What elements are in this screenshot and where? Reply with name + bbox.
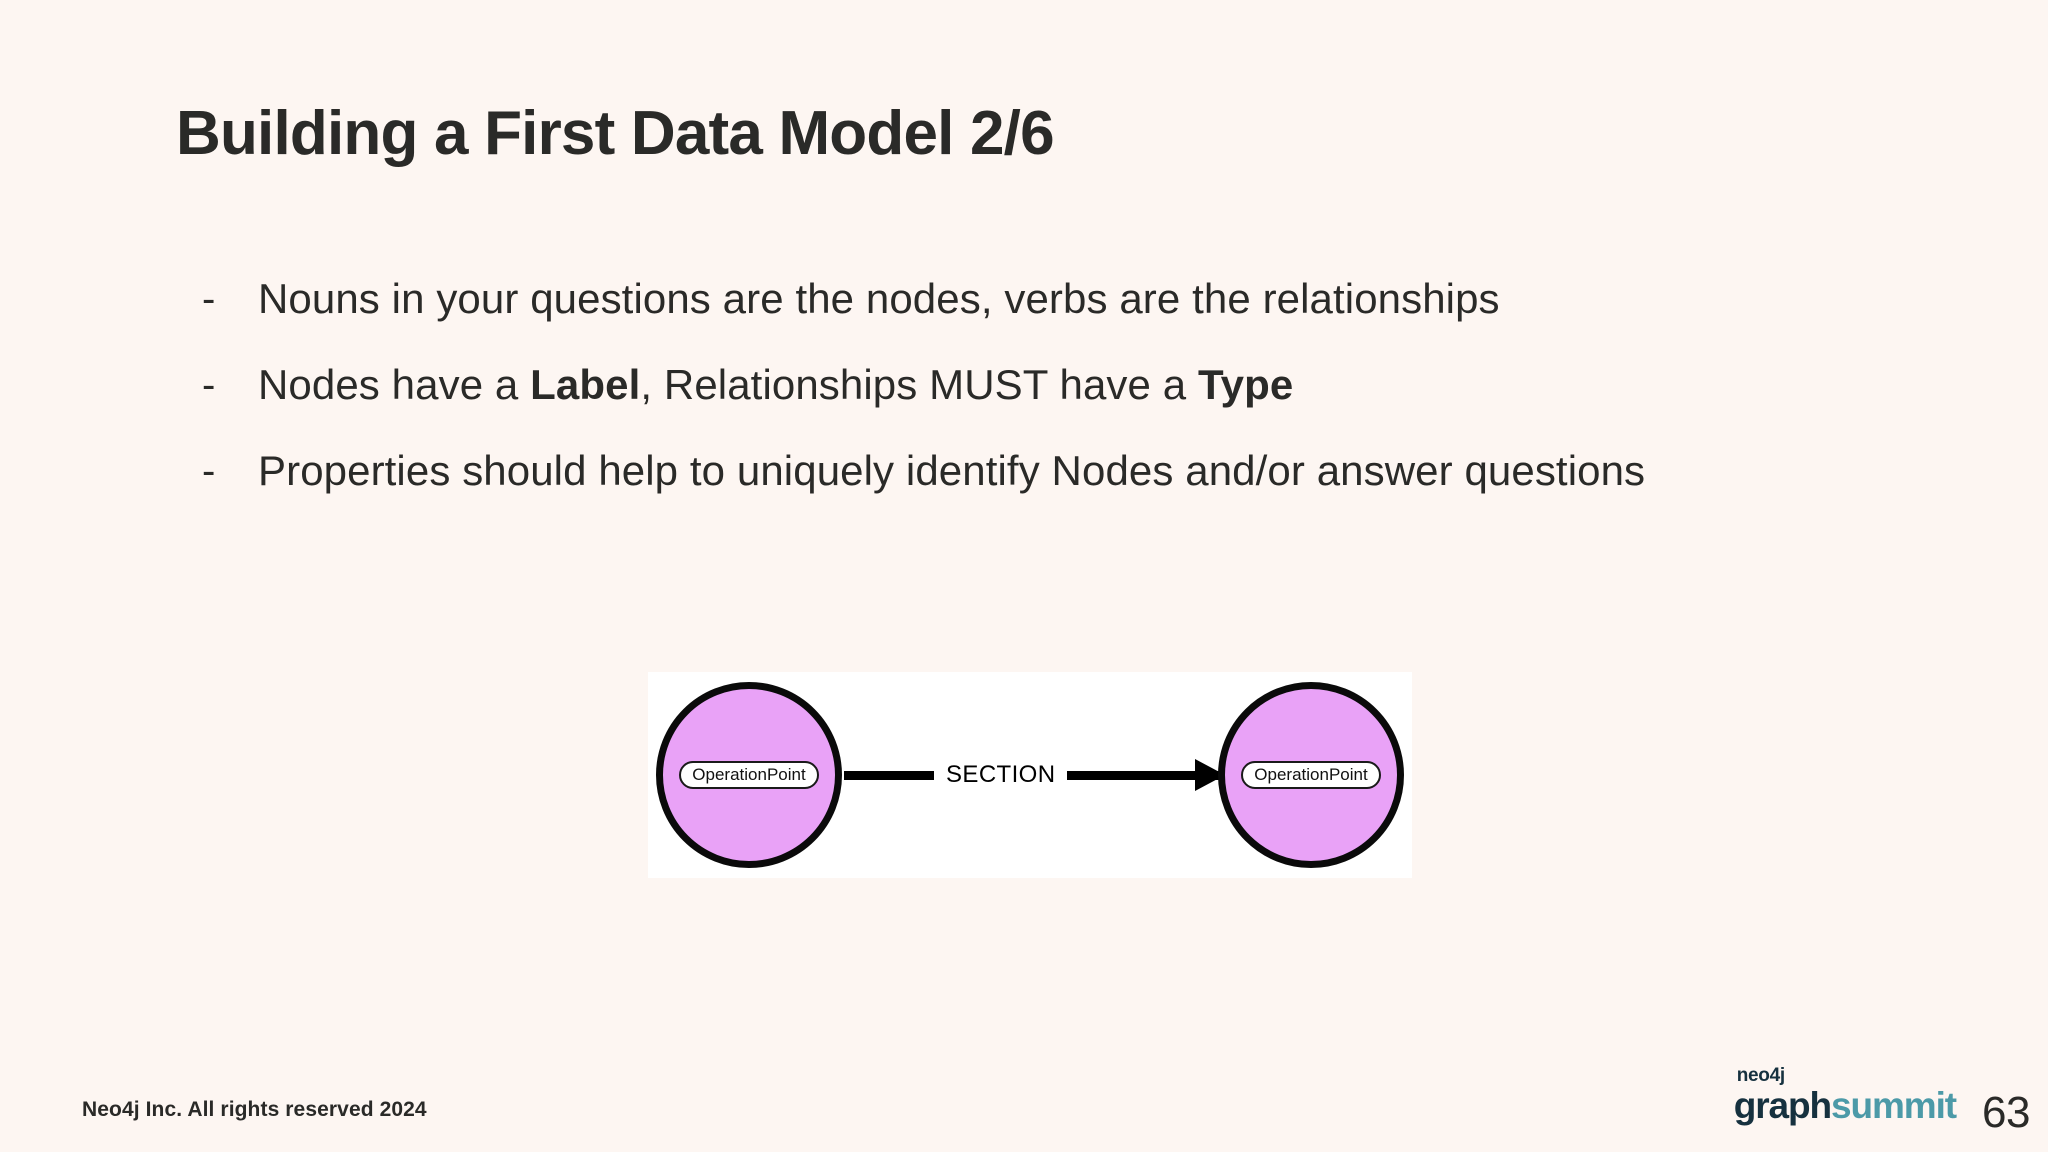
graph-node-right: OperationPoint — [1218, 682, 1404, 868]
node-label-badge: OperationPoint — [679, 761, 819, 789]
bullet-emphasis-label: Label — [530, 361, 641, 408]
graph-canvas: OperationPoint SECTION OperationPoint — [648, 672, 1412, 878]
list-item: - Nouns in your questions are the nodes,… — [196, 258, 1876, 340]
bullet-span: , Relationships MUST have a — [640, 361, 1198, 408]
graph-diagram-panel: OperationPoint SECTION OperationPoint — [648, 672, 1412, 878]
bullet-dash-icon: - — [202, 363, 216, 407]
bullet-text: Nouns in your questions are the nodes, v… — [258, 258, 1876, 340]
neo4j-wordmark: neo4j — [1736, 1065, 1785, 1086]
brand-logo-graphsummit: neo4j graphsummit — [1733, 1065, 1957, 1126]
page-title: Building a First Data Model 2/6 — [176, 99, 1055, 168]
relationship-type-label: SECTION — [946, 761, 1056, 788]
bullet-list: - Nouns in your questions are the nodes,… — [196, 258, 1876, 516]
relationship-line-right — [1067, 759, 1225, 791]
bullet-span: Nouns in your questions are the nodes, v… — [258, 275, 1500, 322]
page-number: 63 — [1982, 1088, 2030, 1137]
bullet-span: Properties should help to uniquely ident… — [258, 447, 1646, 494]
node-label-badge: OperationPoint — [1241, 761, 1381, 789]
list-item: - Properties should help to uniquely ide… — [196, 430, 1876, 512]
graphsummit-graph-text: graph — [1733, 1085, 1832, 1126]
bullet-dash-icon: - — [202, 277, 216, 321]
relationship-line-left — [844, 770, 934, 780]
graph-node-left: OperationPoint — [656, 682, 842, 868]
graph-relationship-section: SECTION — [844, 758, 1225, 792]
list-item: - Nodes have a Label, Relationships MUST… — [196, 344, 1876, 426]
graphsummit-wordmark: graphsummit — [1733, 1085, 1957, 1126]
bullet-text: Nodes have a Label, Relationships MUST h… — [258, 344, 1876, 426]
bullet-emphasis-type: Type — [1197, 361, 1294, 408]
bullet-span: Nodes have a — [258, 361, 531, 408]
graphsummit-summit-text: summit — [1831, 1085, 1957, 1126]
bullet-text: Properties should help to uniquely ident… — [258, 430, 1876, 512]
footer-copyright: Neo4j Inc. All rights reserved 2024 — [82, 1098, 427, 1121]
bullet-dash-icon: - — [202, 449, 216, 493]
